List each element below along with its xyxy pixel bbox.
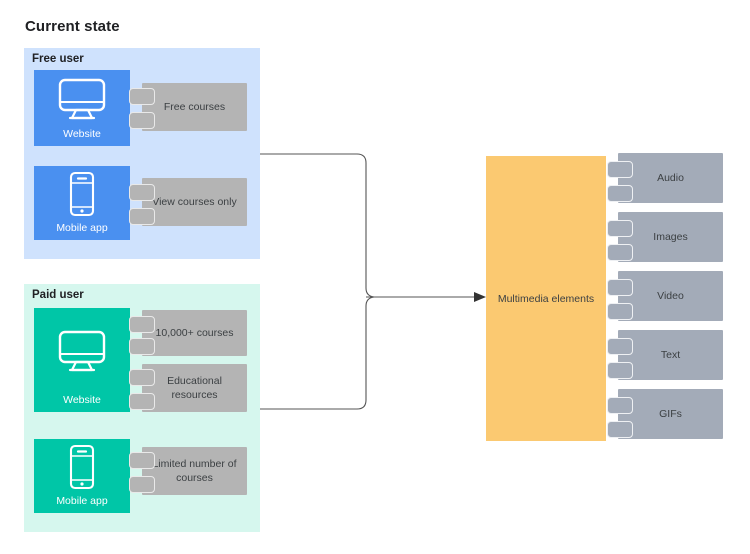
group-label-paid-user: Paid user xyxy=(32,289,84,301)
note-text: View courses only xyxy=(152,196,237,208)
multimedia-item-images[interactable]: Images xyxy=(618,212,723,262)
connector-tab xyxy=(607,362,633,379)
mobile-phone-icon xyxy=(34,166,130,222)
connector-tab xyxy=(129,393,155,410)
item-text: Text xyxy=(660,349,681,361)
note-text: Limited number of courses xyxy=(152,458,237,484)
connector-tab xyxy=(129,316,155,333)
device-label-free-website: Website xyxy=(63,128,101,140)
desktop-monitor-icon xyxy=(34,308,130,394)
group-label-free-user: Free user xyxy=(32,53,84,65)
multimedia-elements-box[interactable]: Multimedia elements xyxy=(486,156,606,441)
item-text: Images xyxy=(653,231,688,243)
multimedia-item-video[interactable]: Video xyxy=(618,271,723,321)
connector-tab xyxy=(607,185,633,202)
device-label-paid-mobile: Mobile app xyxy=(56,495,108,507)
connector-tab xyxy=(129,452,155,469)
note-free-website-1[interactable]: Free courses xyxy=(142,83,247,131)
connector-tab xyxy=(129,88,155,105)
note-paid-mobile-1[interactable]: Limited number of courses xyxy=(142,447,247,495)
device-label-paid-website: Website xyxy=(63,394,101,406)
device-tile-free-mobile[interactable]: Mobile app xyxy=(34,166,130,240)
device-label-free-mobile: Mobile app xyxy=(56,222,108,234)
connector-tab xyxy=(129,369,155,386)
page-title: Current state xyxy=(25,18,120,35)
note-text: 10,000+ courses xyxy=(155,327,234,339)
note-paid-website-1[interactable]: 10,000+ courses xyxy=(142,310,247,356)
connector-tab xyxy=(129,476,155,493)
note-paid-website-2[interactable]: Educational resources xyxy=(142,364,247,412)
device-tile-free-website[interactable]: Website xyxy=(34,70,130,146)
connector-tab xyxy=(607,244,633,261)
connector-tab xyxy=(129,208,155,225)
multimedia-item-audio[interactable]: Audio xyxy=(618,153,723,203)
connector-tab xyxy=(607,220,633,237)
item-text: Audio xyxy=(657,172,684,184)
desktop-monitor-icon xyxy=(34,70,130,128)
device-tile-paid-mobile[interactable]: Mobile app xyxy=(34,439,130,513)
connector-tab xyxy=(129,184,155,201)
item-text: GIFs xyxy=(659,408,682,420)
multimedia-item-gifs[interactable]: GIFs xyxy=(618,389,723,439)
connector-tab xyxy=(607,303,633,320)
connector-tab xyxy=(607,338,633,355)
connector-tab xyxy=(607,421,633,438)
note-free-mobile-1[interactable]: View courses only xyxy=(142,178,247,226)
connector-tab xyxy=(607,279,633,296)
connector-tab xyxy=(129,112,155,129)
mobile-phone-icon xyxy=(34,439,130,495)
device-tile-paid-website[interactable]: Website xyxy=(34,308,130,412)
connector-tab xyxy=(607,161,633,178)
multimedia-item-text[interactable]: Text xyxy=(618,330,723,380)
item-text: Video xyxy=(657,290,684,302)
note-text: Educational resources xyxy=(167,375,222,401)
connector-tab xyxy=(607,397,633,414)
connector-tab xyxy=(129,338,155,355)
note-text: Free courses xyxy=(163,101,226,113)
multimedia-label: Multimedia elements xyxy=(497,292,595,305)
